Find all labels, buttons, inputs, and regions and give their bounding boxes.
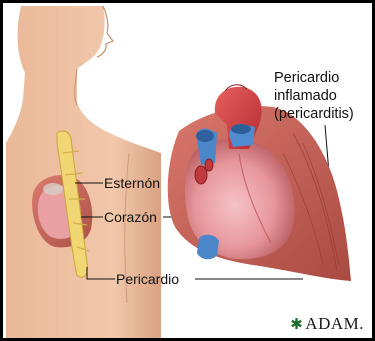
label-pericardio: Pericardio: [116, 271, 179, 287]
label-pericardio-inflamado: Pericardio inflamado (pericarditis): [274, 69, 354, 123]
label-corazon: Corazón: [104, 209, 157, 225]
label-inflamado-line3: (pericarditis): [274, 105, 354, 123]
adam-logo-text: ADAM.: [305, 314, 364, 334]
pericarditis-illustration: [3, 3, 375, 341]
adam-star-icon: ✱: [290, 315, 303, 334]
adam-logo: ✱ ADAM.: [290, 314, 364, 334]
label-inflamado-line2: inflamado: [274, 87, 354, 105]
body-silhouette: [6, 6, 161, 341]
label-esternon: Esternón: [104, 175, 160, 191]
label-inflamado-line1: Pericardio: [274, 69, 354, 87]
